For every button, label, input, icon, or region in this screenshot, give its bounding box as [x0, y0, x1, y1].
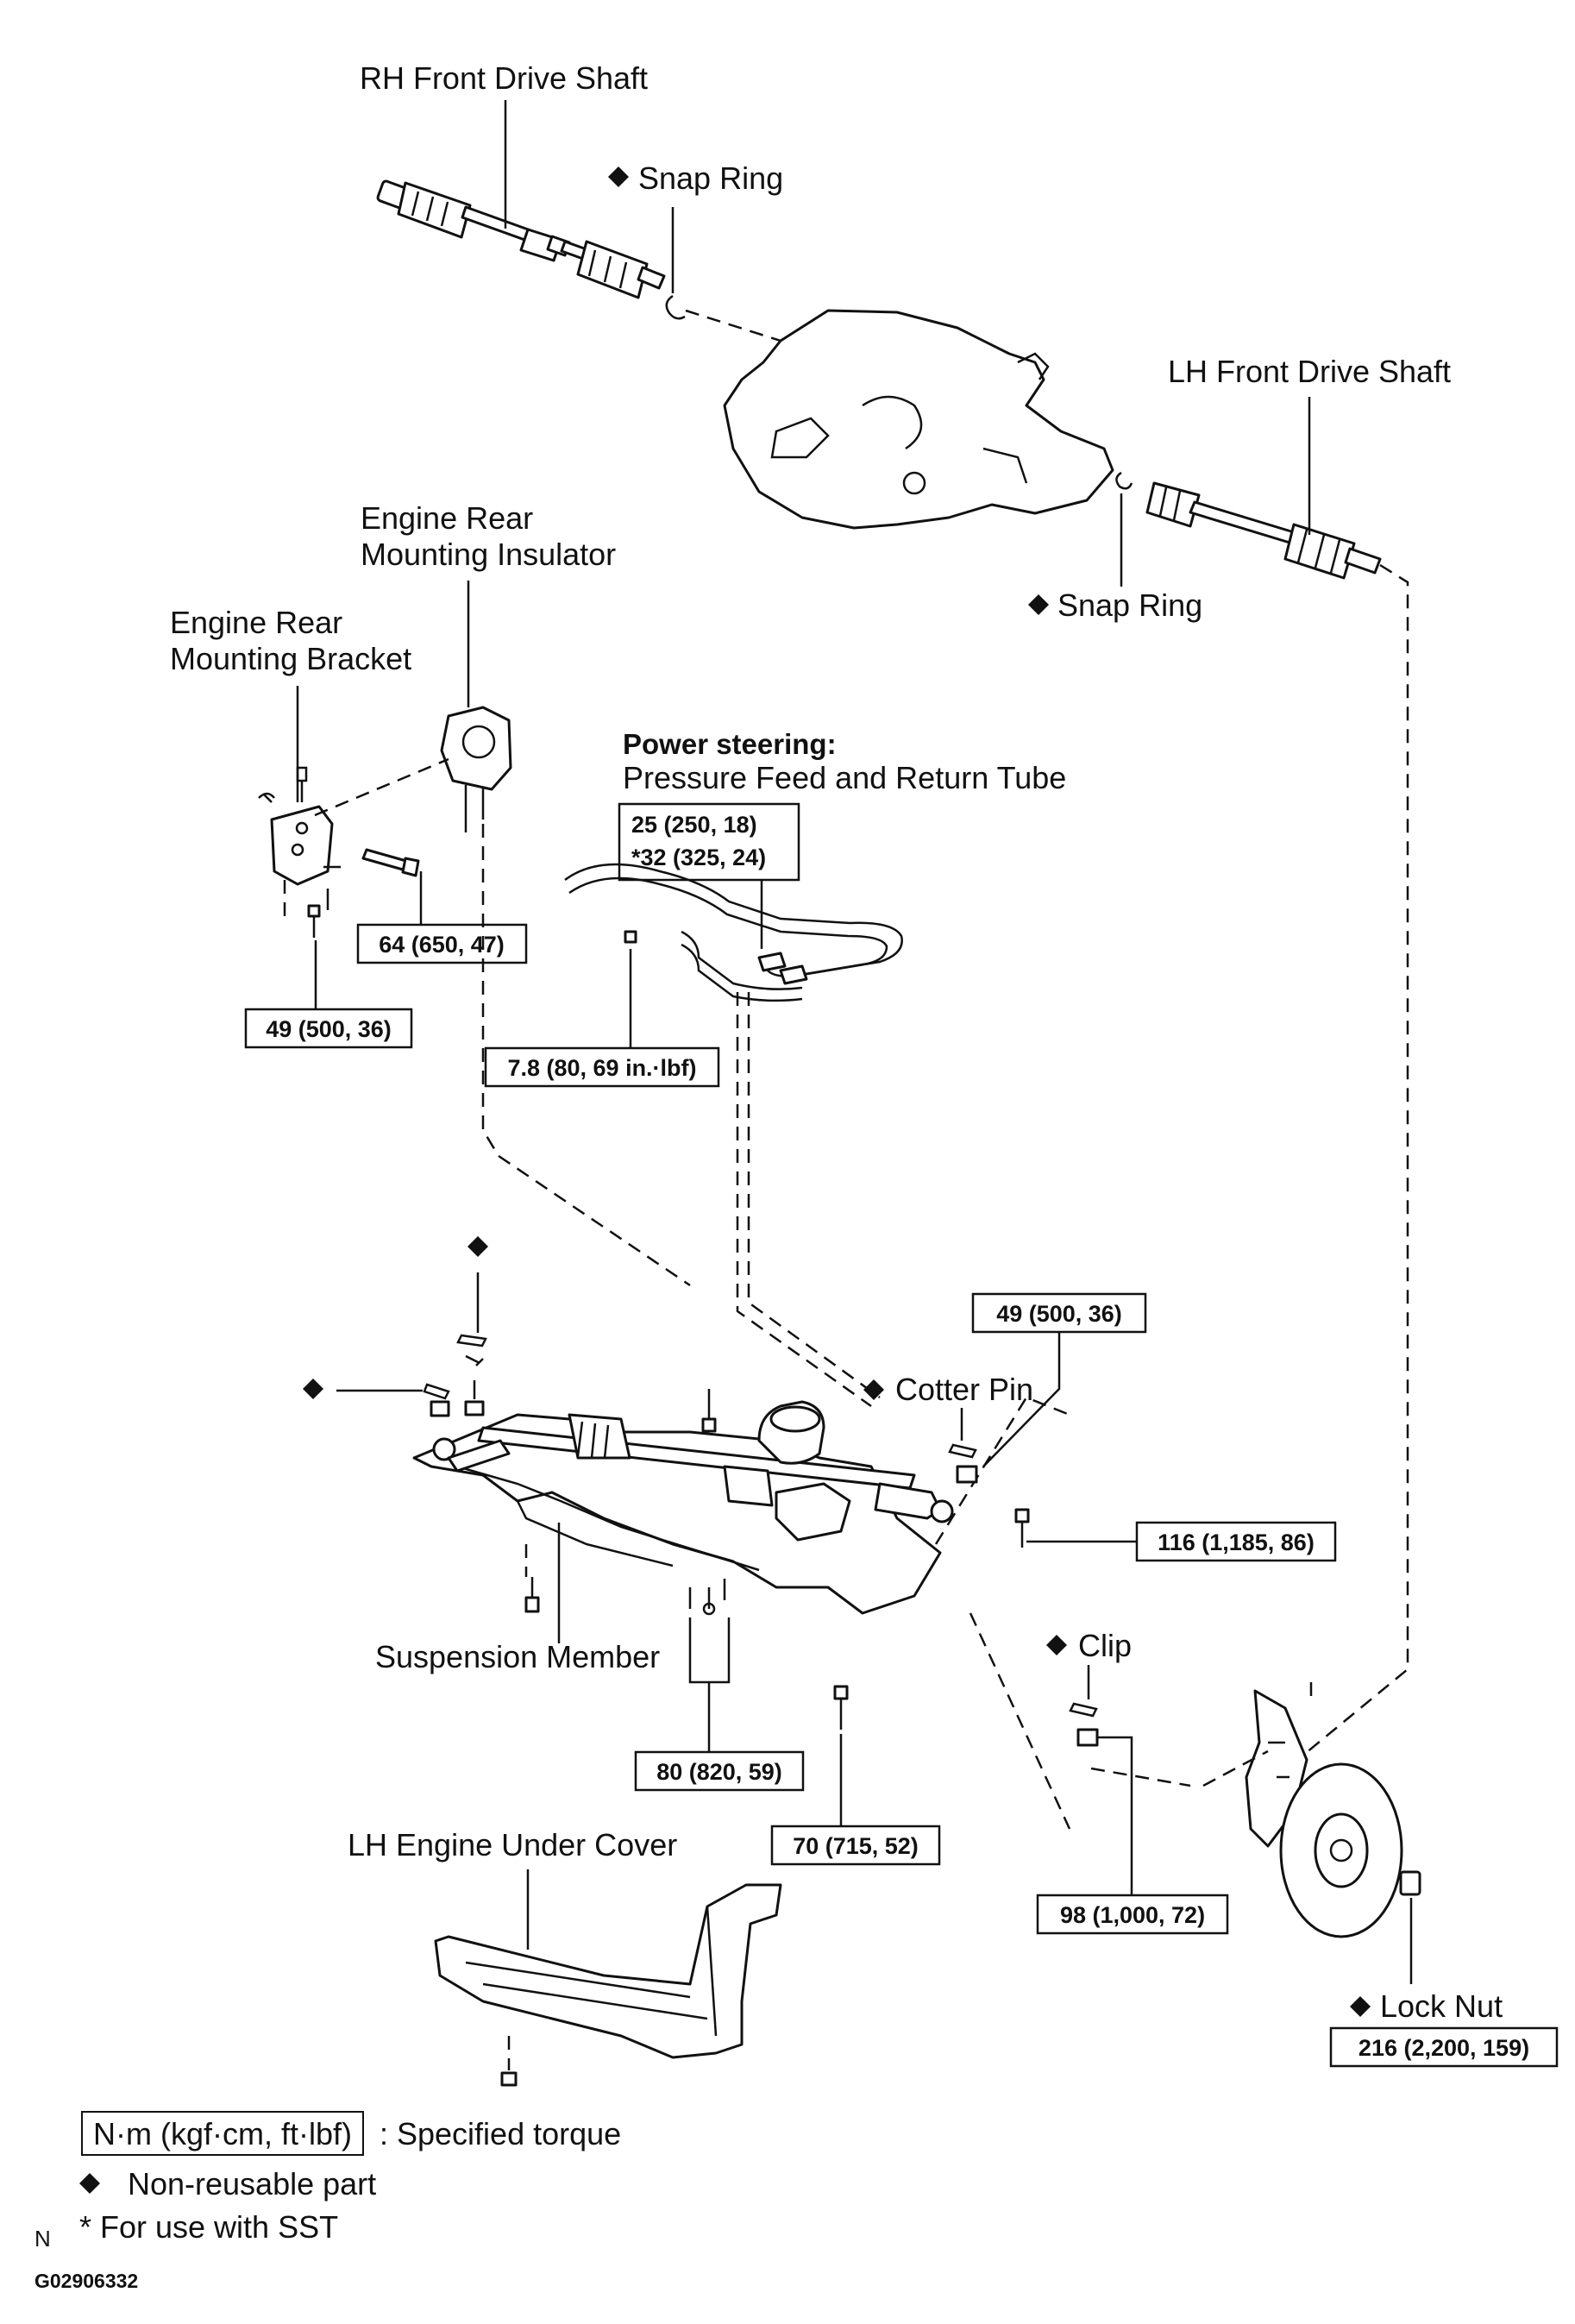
lock-nut-label: Lock Nut — [1380, 1988, 1503, 2024]
suspension-member-label: Suspension Member — [375, 1639, 660, 1674]
clip-label: Clip — [1078, 1628, 1132, 1663]
torque-member-rear: 116 (1,185, 86) — [1158, 1529, 1315, 1555]
ball-joint-dash — [969, 1612, 1071, 1830]
lh-engine-under-cover-label: LH Engine Under Cover — [348, 1827, 677, 1862]
ball-joint-dash-2 — [1090, 1767, 1191, 1787]
bracket-lower-bolt — [307, 904, 321, 938]
member-fasteners — [430, 1354, 849, 1730]
transaxle-housing — [723, 309, 1114, 530]
torque-member-front: 70 (715, 52) — [793, 1833, 919, 1859]
torque-box-member-center — [634, 1750, 805, 1792]
torque-box-ball-joint — [1036, 1894, 1229, 1935]
engine-rear-mounting-bracket — [258, 766, 341, 910]
tube-to-rack-dash-1 — [736, 992, 872, 1408]
torque-box-bracket-64 — [356, 923, 528, 964]
torque-pressure-tube-line1: 25 (250, 18) — [631, 812, 757, 838]
lh-engine-under-cover — [434, 1883, 782, 2059]
non-reusable-diamond-icon — [303, 1379, 323, 1399]
mounting-bracket-label-line1: Engine Rear — [170, 605, 342, 640]
non-reusable-diamond-icon — [863, 1379, 884, 1400]
legend-torque-unit: N·m (kgf·cm, ft·lbf) — [93, 2116, 352, 2151]
clip — [1069, 1702, 1098, 1718]
torque-ball-joint: 98 (1,000, 72) — [1060, 1902, 1205, 1928]
cotter-pin-right — [948, 1443, 977, 1459]
mounting-bracket-label-line2: Mounting Bracket — [170, 641, 411, 676]
knuckle-dash — [1202, 1749, 1269, 1787]
legend-torque-desc: : Specified torque — [380, 2116, 621, 2151]
lh-front-drive-shaft — [1145, 481, 1382, 580]
pressure-feed-return-tube — [564, 863, 903, 1002]
rh-front-drive-shaft-label: RH Front Drive Shaft — [360, 60, 648, 96]
snap-ring-lower-label: Snap Ring — [1057, 587, 1202, 623]
suspension-member — [412, 1400, 954, 1615]
non-reusable-diamond-icon — [467, 1236, 488, 1257]
torque-box-tie-rod — [971, 1292, 1147, 1334]
rh-shaft-to-transaxle-dash — [685, 309, 781, 342]
torque-box-member-rear — [1135, 1521, 1337, 1562]
torque-bracket-49: 49 (500, 36) — [266, 1016, 392, 1042]
torque-pressure-tube-line2: *32 (325, 24) — [631, 845, 766, 870]
torque-box-bracket-49 — [244, 1008, 413, 1049]
snap-ring-upper — [665, 294, 686, 320]
engine-rear-mounting-insulator — [440, 706, 512, 832]
cotter-pin-left-2 — [423, 1383, 450, 1400]
under-cover-bolt — [500, 2071, 518, 2087]
tie-rod-torque-leader — [982, 1332, 1061, 1467]
insulator-to-member-dash — [481, 824, 691, 1287]
power-steering-title: Power steering: — [623, 728, 837, 760]
bracket-to-insulator-dash — [314, 757, 449, 817]
non-reusable-diamond-icon — [1350, 1996, 1371, 2017]
torque-box-pressure-tube — [618, 802, 800, 882]
legend-non-reusable: Non-reusable part — [128, 2166, 376, 2202]
member-center-torque-leader — [688, 1617, 731, 1752]
steering-knuckle-hub — [1245, 1689, 1403, 1938]
snap-ring-lower — [1115, 471, 1133, 490]
non-reusable-diamond-icon — [608, 166, 629, 187]
torque-box-tube-clamp — [484, 1046, 720, 1088]
legend-sst-note: * For use with SST — [79, 2209, 338, 2245]
mounting-insulator-label-line2: Mounting Insulator — [361, 537, 616, 572]
cotter-pin-label: Cotter Pin — [895, 1372, 1033, 1407]
lock-nut — [1399, 1870, 1421, 1896]
tube-to-rack-dash-2 — [747, 992, 881, 1399]
rh-front-drive-shaft — [376, 179, 666, 299]
member-rear-dash — [934, 1396, 1070, 1545]
figure-id: G02906332 — [35, 2270, 138, 2292]
power-steering-subtitle: Pressure Feed and Return Tube — [623, 760, 1066, 795]
bracket-through-bolt — [361, 848, 420, 877]
torque-tie-rod: 49 (500, 36) — [996, 1301, 1122, 1327]
cotter-pin-left — [456, 1334, 487, 1347]
torque-bracket-64: 64 (650, 47) — [379, 932, 505, 958]
legend-torque-box — [81, 2111, 364, 2156]
non-reusable-diamond-icon — [1046, 1635, 1067, 1655]
torque-lock-nut: 216 (2,200, 159) — [1359, 2035, 1529, 2061]
torque-box-member-front — [770, 1825, 941, 1866]
lh-front-drive-shaft-label: LH Front Drive Shaft — [1168, 354, 1451, 389]
snap-ring-upper-label: Snap Ring — [638, 160, 783, 196]
ball-joint-nut — [1076, 1728, 1099, 1747]
non-reusable-diamond-icon — [79, 2173, 100, 2194]
torque-box-lock-nut — [1329, 2026, 1559, 2068]
non-reusable-diamond-icon — [1028, 594, 1049, 615]
orientation-marker: N — [35, 2226, 51, 2252]
mounting-insulator-label-line1: Engine Rear — [361, 500, 533, 536]
member-rear-bolt — [1014, 1508, 1030, 1523]
torque-member-center: 80 (820, 59) — [656, 1759, 782, 1785]
ball-joint-torque-leader — [1097, 1736, 1133, 1895]
torque-tube-clamp: 7.8 (80, 69 in.·lbf) — [507, 1055, 696, 1081]
lh-shaft-to-knuckle-dash — [1276, 563, 1409, 1778]
tie-rod-nut — [956, 1465, 978, 1484]
